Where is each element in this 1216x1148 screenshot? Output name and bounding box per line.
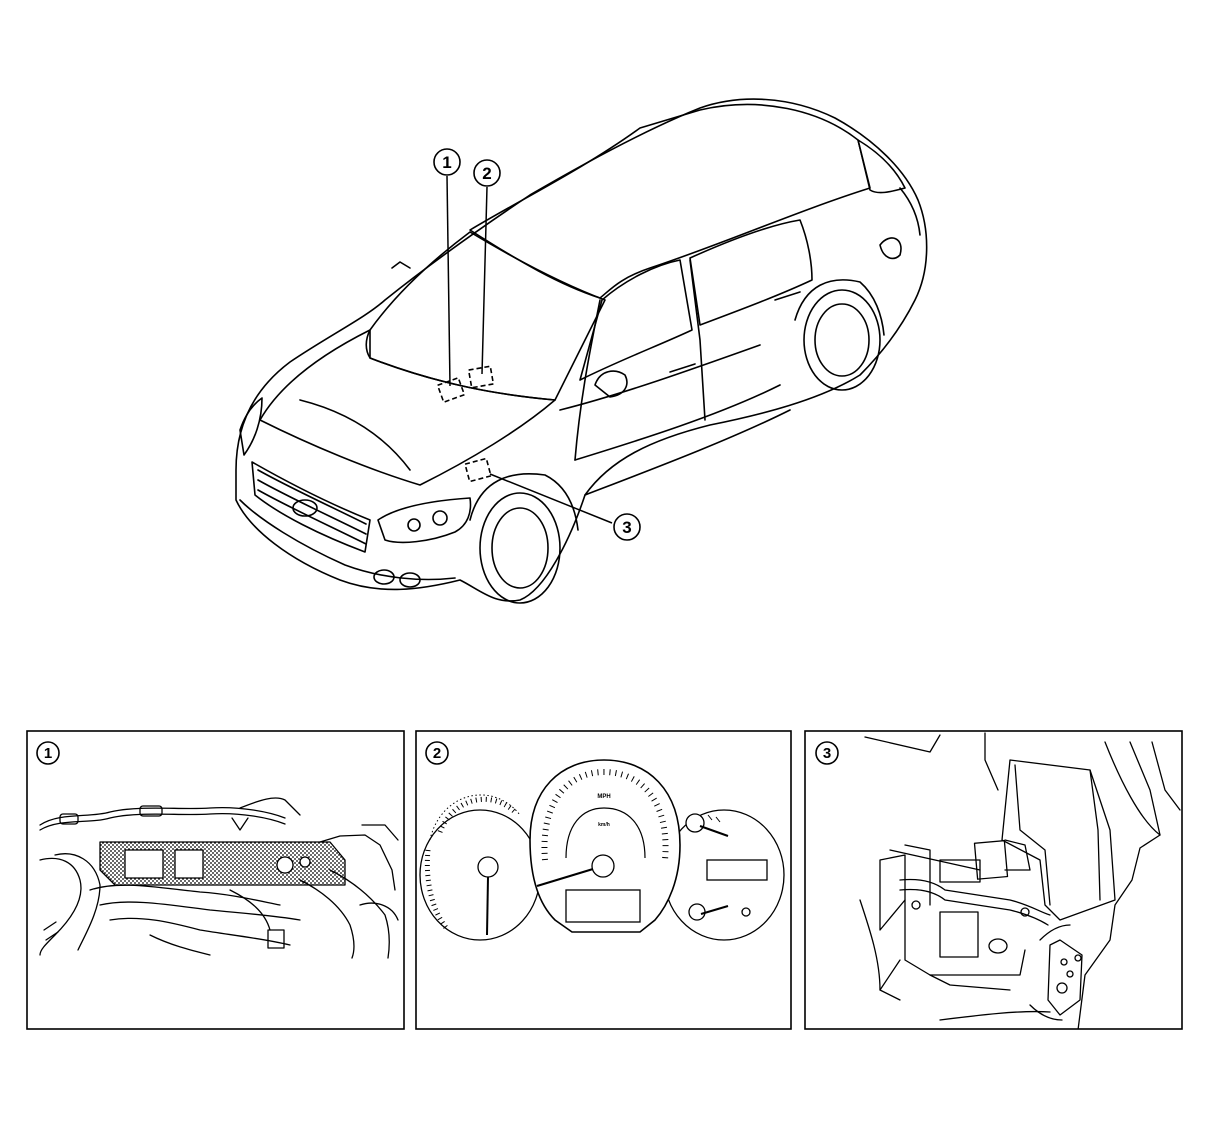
location-markers <box>436 365 495 483</box>
combination-meter-icon: MPH km/h <box>419 759 785 941</box>
car-body-outline <box>235 98 928 602</box>
panel-3: 3 <box>804 730 1183 1030</box>
car-emblem <box>292 499 318 517</box>
tachometer-icon <box>419 809 541 941</box>
panel-2: MPH km/h 2 <box>415 730 792 1030</box>
callout-2: 2 <box>473 159 501 187</box>
car-illustration <box>235 98 928 604</box>
svg-text:km/h: km/h <box>598 822 610 828</box>
callout-3: 3 <box>613 513 641 541</box>
callout-3-label: 3 <box>622 518 631 537</box>
car-rear-wheel <box>803 289 881 391</box>
speedometer-icon <box>529 759 681 933</box>
svg-text:MPH: MPH <box>597 794 610 800</box>
panel-1: 1 <box>26 730 405 1030</box>
callout-1: 1 <box>433 148 461 176</box>
panel-1-number: 1 <box>44 745 52 762</box>
harness-connector-icon <box>39 797 399 959</box>
car-headlight <box>377 497 472 544</box>
leader-lines <box>446 175 613 524</box>
location-marker-3 <box>464 457 492 483</box>
ipdm-engine-room-icon <box>859 732 1181 1029</box>
car-front-wheel <box>479 492 561 604</box>
ipdm-box <box>1001 759 1116 921</box>
car-grille <box>251 461 371 553</box>
callout-1-label: 1 <box>442 153 451 172</box>
panel-3-number: 3 <box>823 745 831 762</box>
car-side-window-rear <box>689 219 813 326</box>
car-side-mirror <box>594 370 628 398</box>
car-hood <box>259 329 556 486</box>
car-rear-window <box>857 139 906 194</box>
car-roof <box>469 103 871 299</box>
panel-2-number: 2 <box>433 745 441 762</box>
location-marker-2 <box>467 365 495 389</box>
car-side-window-front <box>579 259 693 381</box>
callout-2-label: 2 <box>482 164 491 183</box>
location-marker-1 <box>436 376 466 404</box>
